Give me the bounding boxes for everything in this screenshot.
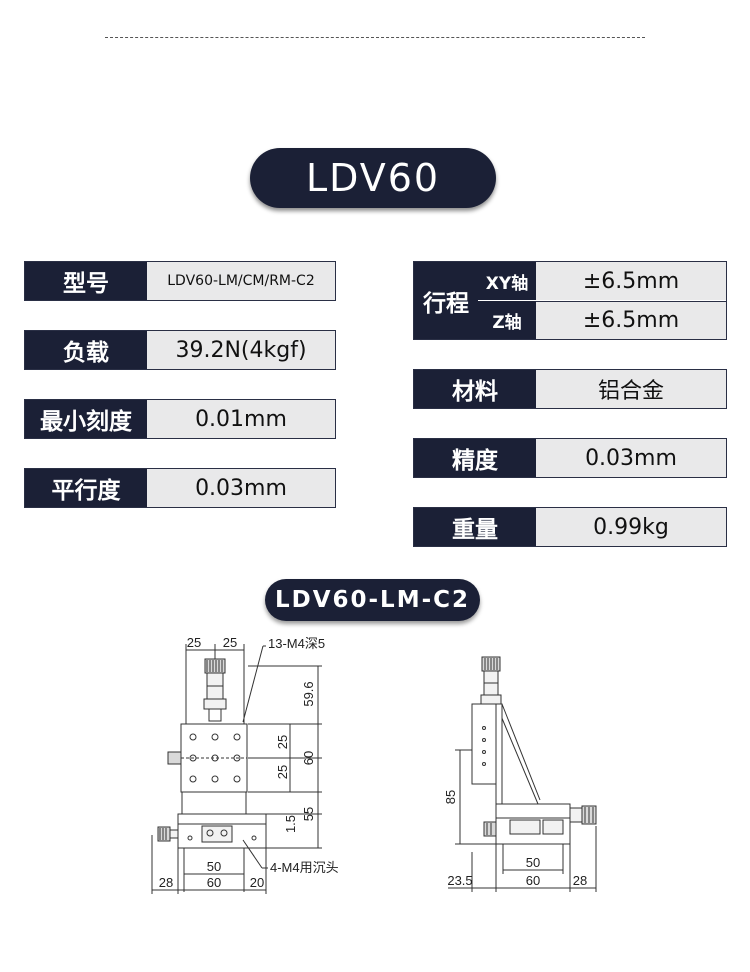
spec-load-row: 负载 39.2N(4kgf) [24,330,336,370]
side-dim-50: 50 [526,855,540,870]
spec-accuracy-value: 0.03mm [536,439,726,477]
spec-stroke-label: 行程 [414,262,478,339]
spec-min-scale-label: 最小刻度 [25,400,147,438]
spec-parallelism-label: 平行度 [25,469,147,507]
front-dim-1-5: 1.5 [283,815,298,833]
spec-material-value: 铝合金 [536,370,726,408]
model-name-badge: LDV60-LM-C2 [265,579,480,621]
front-view-drawing [151,644,322,894]
spec-weight-label: 重量 [414,508,536,546]
front-dim-25-upper: 25 [275,735,290,749]
spec-load-value: 39.2N(4kgf) [147,331,335,369]
spec-model-row: 型号 LDV60-LM/CM/RM-C2 [24,261,336,301]
spec-stroke-xy-label: XY轴 [478,262,536,300]
side-dim-23-5: 23.5 [447,873,472,888]
front-hole-note: 13-M4深5 [268,636,325,651]
spec-load-label: 负载 [25,331,147,369]
front-dim-59-6: 59.6 [301,681,316,706]
front-dim-50: 50 [207,859,221,874]
spec-accuracy-label: 精度 [414,439,536,477]
side-dim-60: 60 [526,873,540,888]
top-dashed-divider [105,37,645,38]
spec-stroke-block: 行程 XY轴 ±6.5mm Z轴 ±6.5mm [413,261,727,340]
spec-parallelism-value: 0.03mm [147,469,335,507]
front-dim-28: 28 [159,875,173,890]
spec-stroke-z-value: ±6.5mm [536,301,726,339]
front-dim-25-right: 25 [223,635,237,650]
front-mount-note: 4-M4用沉头 [270,860,339,875]
spec-material-label: 材料 [414,370,536,408]
spec-model-label: 型号 [25,262,147,300]
front-dim-20: 20 [250,875,264,890]
front-dim-25-lower: 25 [275,765,290,779]
spec-material-row: 材料 铝合金 [413,369,727,409]
side-dim-28: 28 [573,873,587,888]
spec-accuracy-row: 精度 0.03mm [413,438,727,478]
front-dim-55: 55 [301,807,316,821]
spec-parallelism-row: 平行度 0.03mm [24,468,336,508]
spec-weight-value: 0.99kg [536,508,726,546]
spec-stroke-z-label: Z轴 [478,301,536,339]
side-view-drawing [448,656,597,892]
spec-model-value: LDV60-LM/CM/RM-C2 [147,262,335,300]
spec-weight-row: 重量 0.99kg [413,507,727,547]
spec-min-scale-value: 0.01mm [147,400,335,438]
front-dim-25-left: 25 [187,635,201,650]
spec-min-scale-row: 最小刻度 0.01mm [24,399,336,439]
product-title-badge: LDV60 [250,148,496,208]
side-dim-85: 85 [443,790,458,804]
spec-stroke-xy-value: ±6.5mm [536,262,726,300]
front-dim-60: 60 [301,751,316,765]
front-dim-60-bottom: 60 [207,875,221,890]
